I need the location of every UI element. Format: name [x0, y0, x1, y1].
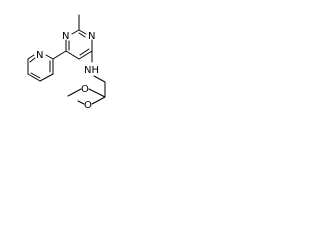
pyr-bond-4 [27, 73, 41, 82]
pyridine-n-label: N [36, 50, 43, 61]
bond-c2-n1 [71, 29, 80, 35]
pyr-bond-5 [39, 73, 54, 82]
bond-o1-me [67, 88, 82, 97]
bond-c5-c4-inner [79, 48, 90, 56]
bond-pyrimidine-pyridine [52, 50, 67, 60]
bond-ch-o1 [88, 88, 106, 98]
pyrimidine-n1-label: N [62, 31, 69, 42]
bond-nh-ch2 [93, 75, 106, 83]
structure-canvas: N N N NH O O [0, 0, 120, 121]
methoxy-o2-label: O [84, 100, 92, 111]
pyr-bond-2-inner [29, 57, 36, 63]
pyrimidine-n3-label: N [88, 31, 95, 42]
methoxy-o1-label: O [81, 84, 89, 95]
bond-ch-o2 [91, 96, 106, 105]
bond-n3-c2-inner [78, 32, 86, 38]
bond-c5-c4 [78, 50, 93, 60]
pyr-bond-1 [45, 54, 54, 60]
amine-nh-label: NH [84, 65, 99, 76]
pyr-bond-4-inner [30, 72, 41, 79]
pyrimidine-ring [65, 29, 93, 60]
pyridine-ring [27, 54, 54, 82]
pyr-bond-2 [27, 54, 35, 60]
bond-o2-me [77, 100, 85, 105]
bond-c6-c5 [65, 50, 80, 60]
bond-n3-c2 [78, 29, 87, 35]
molecule-diagram: N N N NH O O [27, 14, 106, 111]
